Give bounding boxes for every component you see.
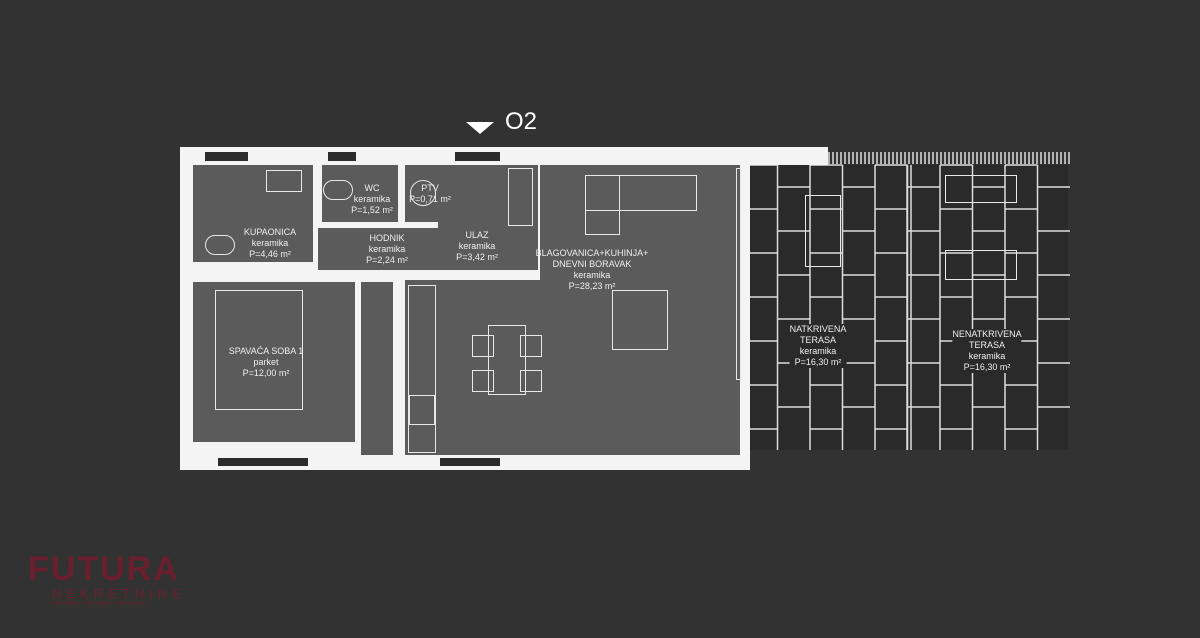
window[interactable] — [205, 150, 248, 163]
top-wall-extension — [740, 147, 828, 165]
terrace-tile-grid — [745, 152, 1070, 450]
room-wc — [322, 165, 398, 222]
outdoor-lounge — [945, 250, 1017, 280]
room-living — [540, 165, 740, 455]
bed — [215, 290, 303, 410]
terrace-covered — [745, 165, 907, 450]
terrace-uncovered — [907, 165, 1068, 450]
toilet — [323, 180, 353, 200]
outdoor-lounge — [945, 175, 1017, 203]
window[interactable] — [218, 456, 308, 468]
coffee-table — [612, 290, 668, 350]
glass-wall — [736, 168, 741, 380]
wardrobe — [361, 282, 393, 455]
window[interactable] — [440, 456, 500, 468]
cooktop — [409, 395, 435, 425]
room-bedroom — [193, 282, 355, 442]
outdoor-table — [805, 195, 841, 267]
room-ulaz — [438, 165, 538, 270]
chair — [520, 370, 542, 392]
toilet — [205, 235, 235, 255]
dining-table — [488, 325, 526, 395]
boiler — [410, 180, 436, 206]
chair — [472, 335, 494, 357]
entrance-door[interactable] — [455, 150, 500, 163]
unit-title: O2 — [505, 108, 538, 135]
room-hodnik — [318, 228, 440, 270]
window[interactable] — [328, 150, 356, 163]
sofa-chaise — [585, 175, 620, 235]
entrance-marker-icon — [466, 122, 494, 134]
chair — [472, 370, 494, 392]
wardrobe-unit — [508, 168, 533, 226]
sink — [266, 170, 302, 192]
room-living-lower — [405, 280, 545, 455]
kitchen-counter — [408, 285, 436, 453]
futura-logo: FUTURA NEKRETNINE immobilie - real estat… — [28, 550, 186, 607]
chair — [520, 335, 542, 357]
